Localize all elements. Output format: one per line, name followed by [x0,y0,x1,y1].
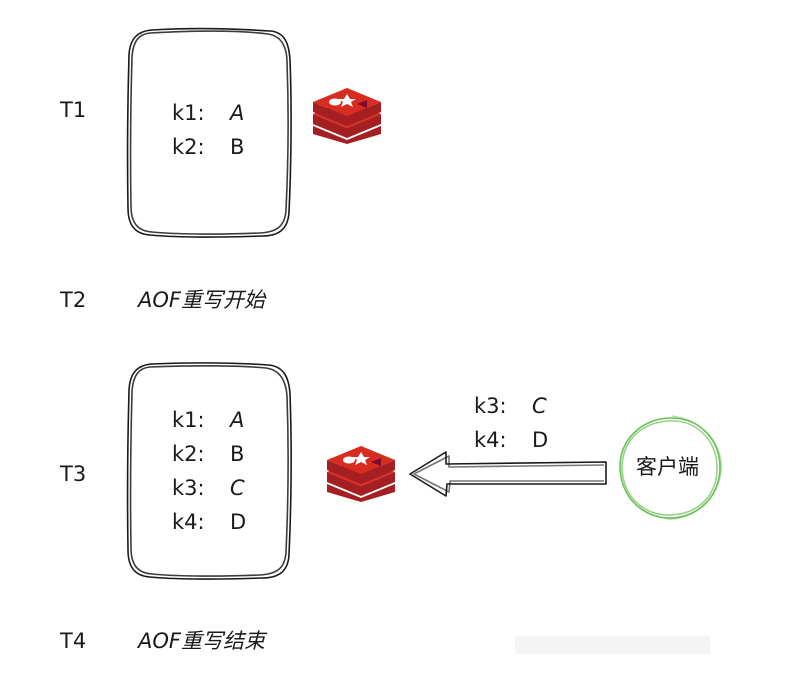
time-label-t1: T1 [60,98,87,122]
redis-logo-icon [327,446,395,502]
kv-value: C [230,476,245,500]
kv-row: k1: A [172,403,246,437]
write-arrow [409,451,607,497]
time-label-t3: T3 [60,462,87,486]
kv-row: k3: C [474,389,548,423]
kv-value: A [230,101,245,125]
kv-row: k2: B [172,130,244,164]
event-rewrite-end: AOF重写结束 [138,629,265,653]
kv-row: k2: B [172,437,246,471]
kv-row: k4: D [474,423,548,457]
memory-box-t3 [126,362,292,580]
watermark [515,636,710,654]
kv-row: k4: D [172,505,246,539]
client-label: 客户端 [636,455,699,479]
box-t1-contents: k1: A k2: B [172,96,244,164]
kv-key: k4: [474,428,507,452]
kv-value: D [230,510,247,534]
box-t3-contents: k1: A k2: B k3: C k4: D [172,403,246,539]
incoming-writes: k3: C k4: D [474,389,548,457]
kv-value: B [230,135,245,159]
kv-row: k3: C [172,471,246,505]
memory-box-t1 [126,27,292,238]
kv-value: A [230,408,245,432]
kv-key: k4: [172,510,205,534]
kv-value: B [230,442,245,466]
kv-value: C [532,394,547,418]
kv-key: k1: [172,408,205,432]
kv-row: k1: A [172,96,244,130]
kv-key: k2: [172,442,205,466]
kv-key: k3: [172,476,205,500]
event-rewrite-start: AOF重写开始 [138,288,265,312]
kv-key: k3: [474,394,507,418]
redis-logo-icon [313,88,381,144]
client-circle [619,415,722,520]
kv-value: D [532,428,549,452]
kv-key: k1: [172,101,205,125]
time-label-t2: T2 [60,288,87,312]
time-label-t4: T4 [60,629,87,653]
kv-key: k2: [172,135,205,159]
